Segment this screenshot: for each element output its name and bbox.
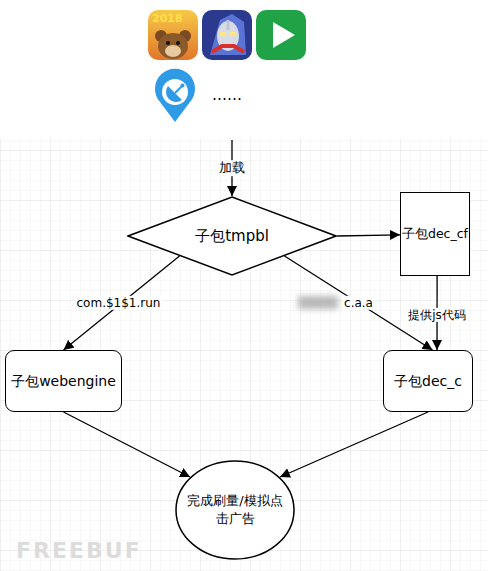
node-text: 完成刷量/模拟点击广告 [185, 492, 285, 527]
node-text: 子包webengine [11, 372, 116, 391]
flow-arrow [337, 235, 400, 236]
node-text: 子包dec_c [394, 372, 462, 391]
ellipsis-text: …… [212, 86, 242, 104]
terminal-ellipse-outline [175, 460, 295, 560]
terminal-ellipse: 完成刷量/模拟点击广告 [175, 460, 295, 560]
node-text: 子包tmpbl [195, 226, 269, 246]
flow-label: 加载 [217, 160, 247, 176]
process-box: 子包dec_c [383, 350, 473, 412]
app-icon [202, 10, 252, 60]
grid-background [0, 138, 488, 571]
process-box: 子包dec_cf [400, 192, 470, 276]
flow-arrow [64, 412, 191, 477]
process-box: 子包webengine [5, 350, 122, 412]
edge-label: c.a.a [342, 296, 375, 310]
icon-text: 2018 [152, 12, 183, 25]
edge-label: com.$1$1.run [75, 296, 163, 310]
redaction-blur [298, 296, 338, 309]
flow-arrow [280, 412, 428, 477]
decision-diamond: 子包tmpbl [127, 196, 337, 276]
edge-label: 提供js代码 [406, 308, 468, 322]
node-text: 子包dec_cf [402, 226, 468, 243]
watermark: FREEBUF [16, 538, 142, 564]
flow-arrow [285, 256, 433, 350]
app-icon [148, 10, 198, 60]
flow-arrow [64, 256, 180, 350]
app-icon [256, 10, 306, 60]
map-pin-icon [155, 69, 195, 122]
